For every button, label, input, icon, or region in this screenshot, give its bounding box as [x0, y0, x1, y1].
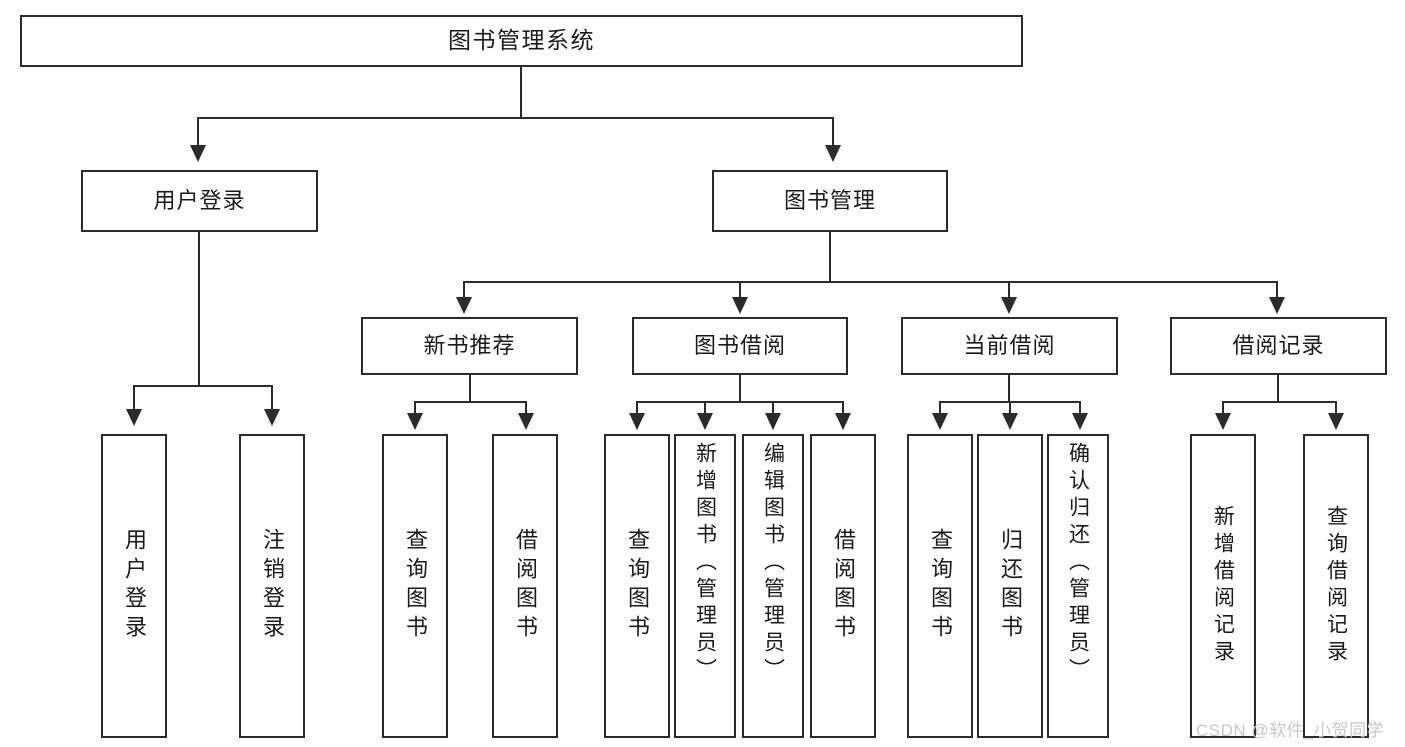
- node-label: 图书管理系统: [448, 27, 595, 54]
- leaf-user-login-logout[interactable]: 注销登录: [239, 434, 305, 738]
- leaf-new-book-borrow-book[interactable]: 借阅图书: [492, 434, 558, 738]
- arrowhead-user-login-leaf-1: [126, 409, 142, 426]
- arrowhead-root-to-book-management: [825, 145, 841, 162]
- node-root-book-management-system[interactable]: 图书管理系统: [20, 15, 1023, 67]
- arrowhead-br-leaf-1: [1215, 413, 1231, 430]
- edge-cb-to-leaf-3: [1079, 401, 1081, 415]
- node-label: 借阅图书: [513, 528, 538, 644]
- edge-root-stem: [520, 67, 522, 118]
- arrowhead-bm-current-borrow: [1001, 297, 1017, 314]
- edge-bm-to-new-book: [463, 281, 465, 299]
- edge-bb-to-leaf-2: [704, 401, 706, 415]
- edge-bb-to-leaf-3: [772, 401, 774, 415]
- node-book-management[interactable]: 图书管理: [712, 170, 948, 232]
- arrowhead-user-login-leaf-2: [264, 409, 280, 426]
- edge-root-to-user-login: [197, 117, 199, 147]
- edge-cb-to-leaf-2: [1009, 401, 1011, 415]
- edge-bm-to-current-borrow: [1008, 281, 1010, 299]
- node-label: 查询图书: [625, 528, 650, 644]
- arrowhead-br-leaf-2: [1328, 413, 1344, 430]
- edge-book-borrow-bus: [636, 401, 844, 403]
- edge-cb-to-leaf-1: [939, 401, 941, 415]
- leaf-user-login-login[interactable]: 用户登录: [101, 434, 167, 738]
- edge-book-borrow-stem: [739, 375, 741, 402]
- edge-book-management-stem: [829, 232, 831, 282]
- leaf-borrow-record-query-record[interactable]: 查询借阅记录: [1303, 434, 1369, 738]
- arrowhead-bb-leaf-4: [835, 413, 851, 430]
- node-label: 新书推荐: [423, 332, 516, 358]
- leaf-borrow-record-add-record[interactable]: 新增借阅记录: [1190, 434, 1256, 738]
- node-label: 查询图书: [928, 528, 953, 644]
- arrowhead-root-to-user-login: [190, 145, 206, 162]
- edge-new-book-to-leaf-1: [414, 401, 416, 415]
- leaf-book-borrow-query-book[interactable]: 查询图书: [604, 434, 670, 738]
- node-label: 当前借阅: [963, 332, 1056, 358]
- leaf-book-borrow-edit-book-admin[interactable]: 编辑图书（管理员）: [742, 434, 804, 738]
- edge-new-book-bus: [414, 401, 527, 403]
- edge-book-management-bus: [463, 281, 1278, 283]
- node-label: 借阅记录: [1232, 332, 1325, 358]
- arrowhead-bb-leaf-3: [765, 413, 781, 430]
- leaf-current-borrow-confirm-return-admin[interactable]: 确认归还（管理员）: [1047, 434, 1109, 738]
- node-label: 新增借阅记录: [1211, 505, 1235, 667]
- edge-bm-to-borrow-record: [1276, 281, 1278, 299]
- leaf-current-borrow-return-book[interactable]: 归还图书: [977, 434, 1043, 738]
- node-book-borrow[interactable]: 图书借阅: [632, 317, 848, 375]
- node-label: 归还图书: [998, 528, 1023, 644]
- edge-user-login-to-leaf-1: [133, 385, 135, 411]
- leaf-current-borrow-query-book[interactable]: 查询图书: [907, 434, 973, 738]
- node-label: 新增图书（管理员）: [693, 442, 717, 685]
- arrowhead-bm-new-book: [456, 297, 472, 314]
- node-new-book-recommend[interactable]: 新书推荐: [361, 317, 578, 375]
- edge-bm-to-book-borrow: [739, 281, 741, 299]
- node-user-login[interactable]: 用户登录: [81, 170, 318, 232]
- node-label: 借阅图书: [831, 528, 856, 644]
- edge-borrow-record-stem: [1277, 375, 1279, 402]
- node-label: 查询借阅记录: [1324, 505, 1348, 667]
- edge-br-to-leaf-1: [1222, 401, 1224, 415]
- csdn-watermark: CSDN @软件_小贺同学: [1196, 721, 1385, 740]
- node-label: 编辑图书（管理员）: [761, 442, 785, 685]
- edge-bb-to-leaf-4: [842, 401, 844, 415]
- arrowhead-new-book-leaf-2: [518, 413, 534, 430]
- arrowhead-bb-leaf-2: [697, 413, 713, 430]
- arrowhead-cb-leaf-2: [1002, 413, 1018, 430]
- node-borrow-record[interactable]: 借阅记录: [1170, 317, 1387, 375]
- node-label: 图书管理: [783, 187, 876, 213]
- arrowhead-cb-leaf-1: [932, 413, 948, 430]
- leaf-book-borrow-add-book-admin[interactable]: 新增图书（管理员）: [674, 434, 736, 738]
- edge-current-borrow-stem: [1008, 375, 1010, 402]
- edge-borrow-record-bus: [1222, 401, 1337, 403]
- arrowhead-bb-leaf-1: [629, 413, 645, 430]
- node-label: 查询图书: [403, 528, 428, 644]
- edge-user-login-stem: [198, 232, 200, 386]
- edge-new-book-to-leaf-2: [525, 401, 527, 415]
- node-label: 用户登录: [153, 187, 246, 213]
- node-label: 确认归还（管理员）: [1066, 442, 1090, 685]
- arrowhead-bm-book-borrow: [732, 297, 748, 314]
- edge-root-bus: [197, 117, 834, 119]
- node-label: 图书借阅: [693, 332, 786, 358]
- arrowhead-new-book-leaf-1: [407, 413, 423, 430]
- edge-user-login-bus: [133, 385, 273, 387]
- arrowhead-bm-borrow-record: [1269, 297, 1285, 314]
- edge-root-to-book-management: [832, 117, 834, 147]
- edge-bb-to-leaf-1: [636, 401, 638, 415]
- node-label: 注销登录: [260, 528, 285, 644]
- node-label: 用户登录: [122, 528, 147, 644]
- leaf-book-borrow-borrow-book[interactable]: 借阅图书: [810, 434, 876, 738]
- arrowhead-cb-leaf-3: [1072, 413, 1088, 430]
- leaf-new-book-query-book[interactable]: 查询图书: [382, 434, 448, 738]
- edge-new-book-stem: [469, 375, 471, 402]
- edge-br-to-leaf-2: [1335, 401, 1337, 415]
- edge-user-login-to-leaf-2: [271, 385, 273, 411]
- node-current-borrow[interactable]: 当前借阅: [901, 317, 1118, 375]
